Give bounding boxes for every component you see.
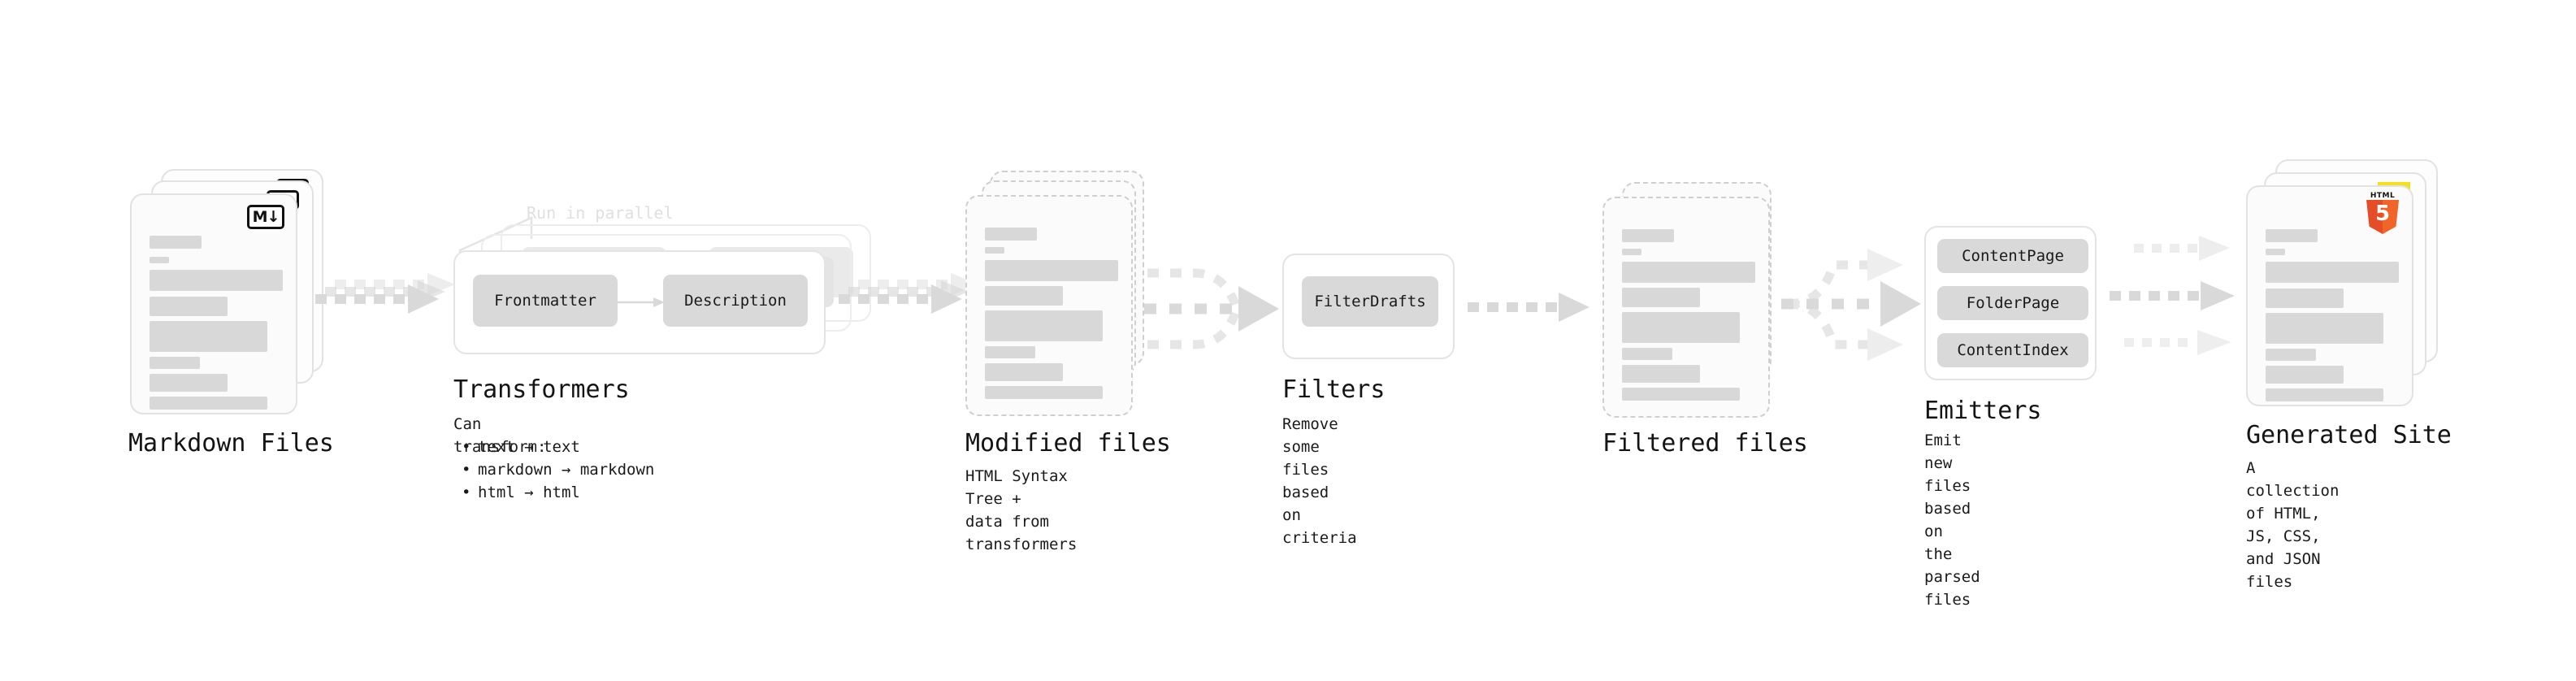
stage-title-markdown-files: Markdown Files [128,429,334,458]
content-bar [985,260,1118,281]
filter-chip-filterdrafts[interactable]: FilterDrafts [1302,276,1438,327]
content-bar [2266,388,2383,401]
stage-title-filtered-files: Filtered files [1602,429,1808,458]
content-bar [150,236,202,249]
connector-transformers-to-modified [839,273,978,314]
list-item: •text → text [462,436,654,458]
site-file-card-html: HTML 5 [2246,185,2413,406]
stage-title-filters: Filters [1282,375,1386,404]
content-bar [150,357,200,369]
content-bar [1622,365,1700,383]
stage-title-transformers: Transformers [453,375,630,404]
markdown-file-card-front: M↓ [130,193,297,414]
stage-title-generated-site: Generated Site [2246,421,2452,449]
content-bar [1622,348,1672,360]
stage-subtitle-emitters: Emit new files based on the parsed files [1924,432,1980,609]
emitter-chip-folderpage[interactable]: FolderPage [1937,286,2088,320]
html5-icon: HTML 5 [2365,192,2400,234]
run-in-parallel-label: Run in parallel [527,203,674,223]
content-bar [2266,229,2318,242]
content-bar [985,386,1103,399]
transformer-card-front: Frontmatter Description [453,250,826,354]
connector-modified-to-filters [1144,268,1279,349]
transformer-arrow-front [618,297,665,307]
content-bar [2266,262,2399,283]
content-bar [985,286,1063,306]
content-bar [2266,313,2383,344]
content-bar [1622,388,1740,401]
content-bar [150,397,267,410]
stage-subtitle-modified-files: HTML Syntax Tree + data from transformer… [965,467,1078,553]
html5-number: 5 [2374,202,2391,226]
content-bar [985,346,1035,358]
transformer-chip-description[interactable]: Description [663,275,808,327]
emitter-chip-contentpage[interactable]: ContentPage [1937,239,2088,273]
filters-card: FilterDrafts [1282,254,1455,359]
list-item: •markdown → markdown [462,458,654,481]
content-bar [985,363,1063,381]
content-bar [985,247,1004,254]
connector-emitters-to-site [2110,236,2235,355]
bullet-dot-icon: • [462,484,471,501]
emitter-chip-contentindex[interactable]: ContentIndex [1937,333,2088,367]
content-bar [1622,262,1755,283]
transformer-chip-frontmatter[interactable]: Frontmatter [473,275,618,327]
content-bar [150,321,267,352]
content-bar [150,297,228,316]
connector-md-to-transformers [315,273,455,314]
content-bar [150,270,283,291]
content-bar [2266,288,2344,308]
content-bar [2266,349,2316,361]
stage-subtitle-transformers: Can transform: [453,415,547,456]
content-bar [150,374,228,392]
bullet-dot-icon: • [462,438,471,456]
stage-title-modified-files: Modified files [965,429,1171,458]
content-bar [1622,288,1700,307]
filtered-file-card-front [1602,197,1770,418]
list-item: •html → html [462,481,654,504]
markdown-badge-front: M↓ [247,205,284,229]
content-bar [985,228,1037,241]
html5-shield: 5 [2366,200,2399,234]
content-bar [150,257,169,263]
connector-filters-to-filtered [1468,293,1589,322]
html5-label: HTML [2370,192,2396,200]
modified-file-card-front [965,195,1133,416]
emitters-card: ContentPage FolderPage ContentIndex [1924,226,2097,380]
content-bar [1622,229,1674,242]
content-bar [2266,366,2344,384]
content-bar [2266,249,2285,255]
stage-subtitle-filters: Remove some files based on criteria [1282,415,1357,547]
connector-filtered-to-emitters [1781,249,1921,361]
bullet-dot-icon: • [462,461,471,479]
content-bar [1622,312,1740,343]
content-bar [985,310,1103,341]
stage-subtitle-generated-site: A collection of HTML, JS, CSS, and JSON … [2246,459,2340,591]
transformers-bullet-list: •text → text •markdown → markdown •html … [462,436,654,504]
content-bar [1622,249,1641,255]
stage-title-emitters: Emitters [1924,397,2042,425]
